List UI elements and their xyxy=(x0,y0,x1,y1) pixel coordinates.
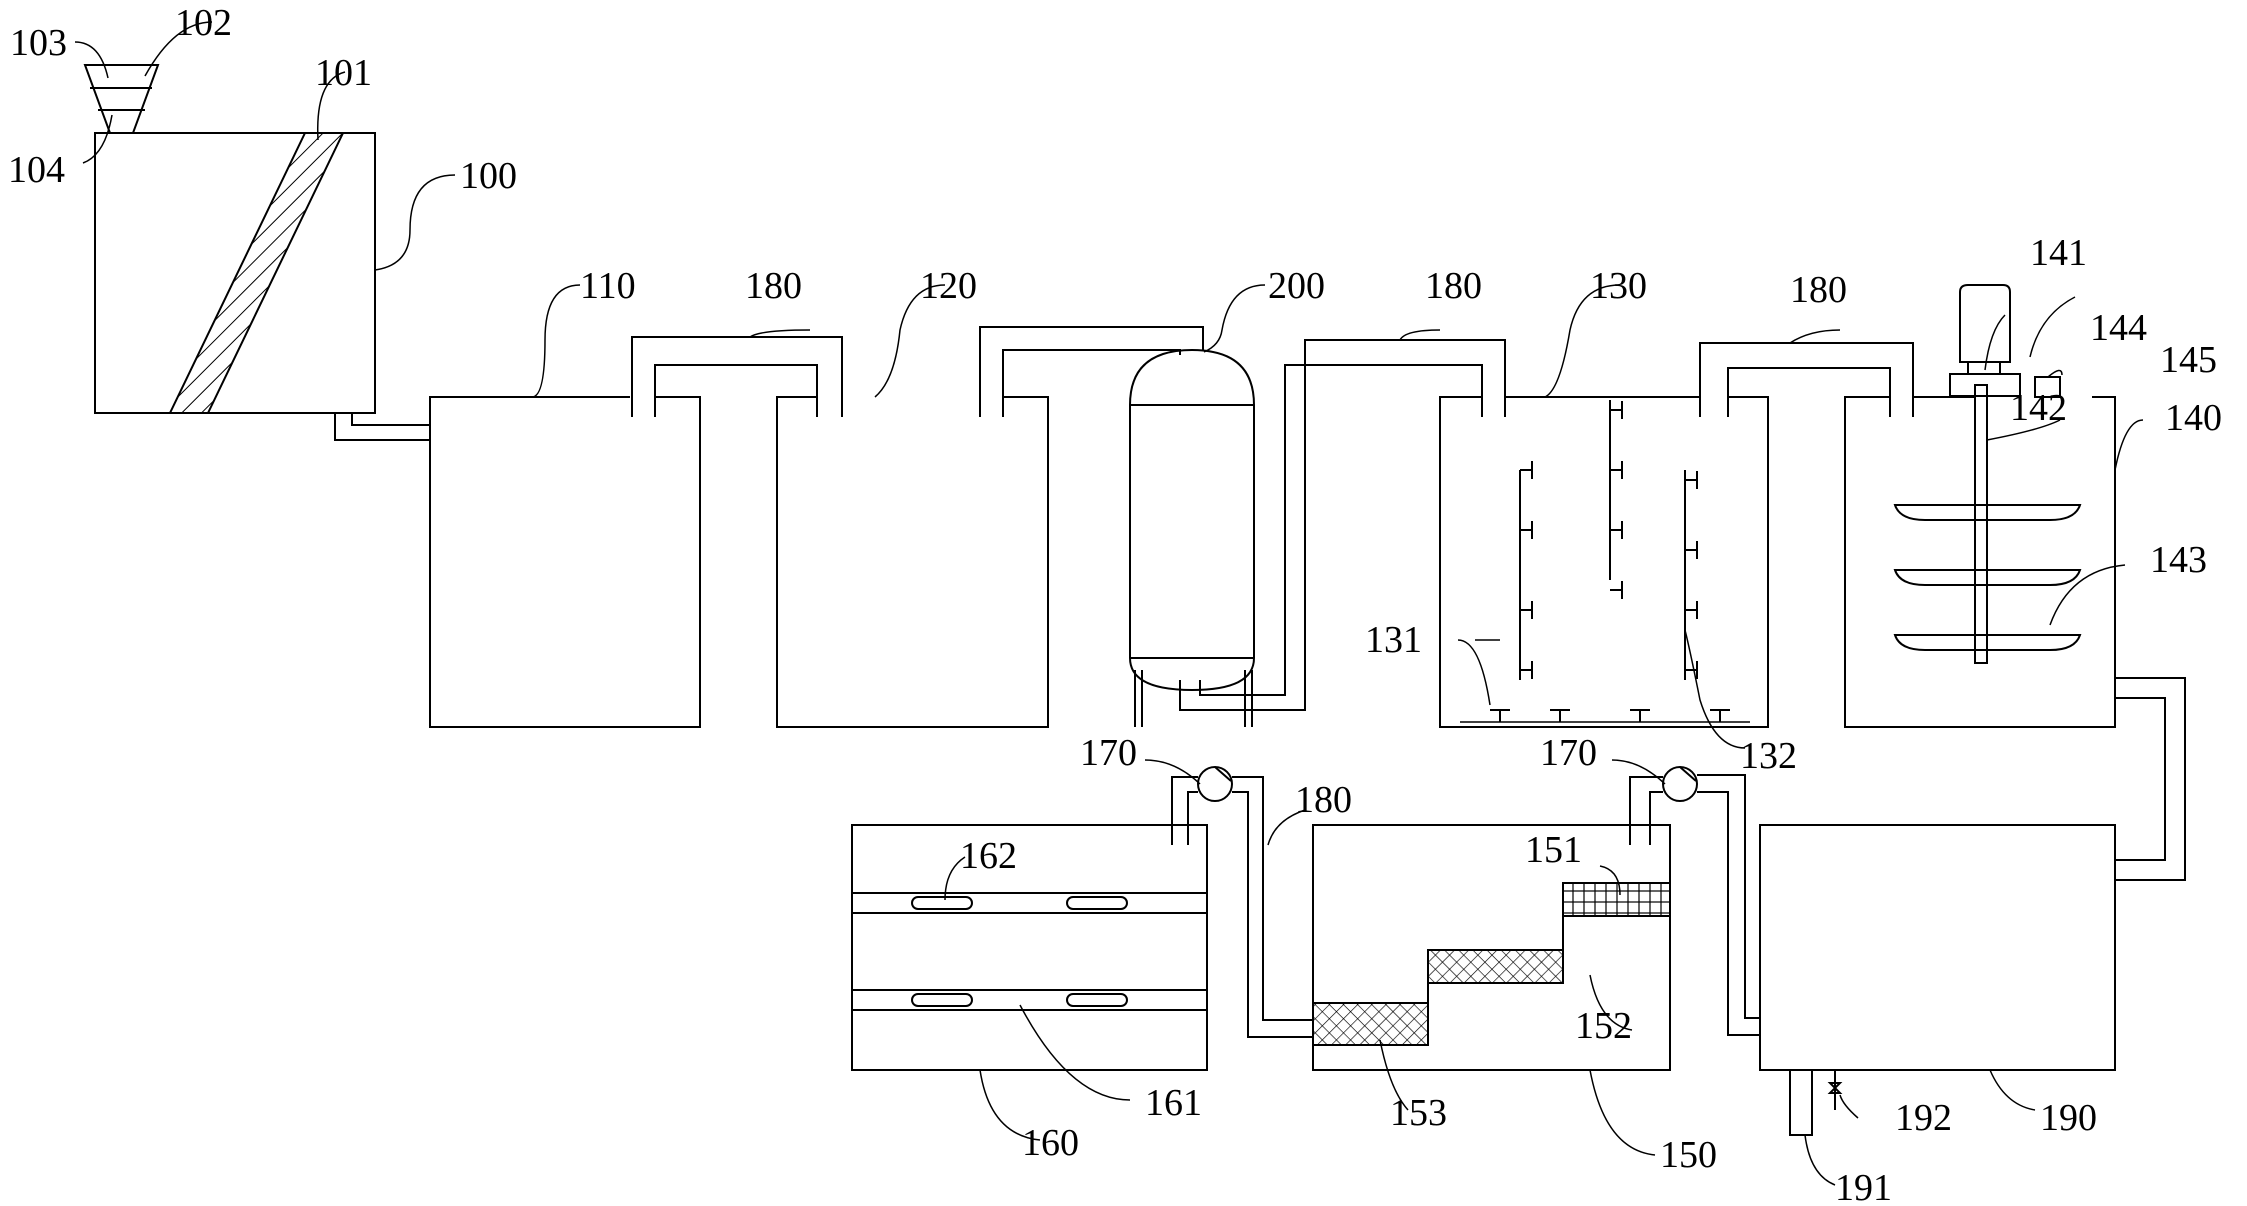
label-192: 192 xyxy=(1895,1097,1952,1139)
label-110: 110 xyxy=(580,265,636,307)
drain-pipe-191 xyxy=(1789,1069,1813,1136)
label-120: 120 xyxy=(920,265,977,307)
label-161: 161 xyxy=(1145,1082,1202,1124)
labels: 103 102 104 101 100 110 180 120 200 180 … xyxy=(8,2,2222,1206)
inlet-145 xyxy=(2034,376,2061,398)
rack-fitting xyxy=(1685,471,1698,489)
rack-fitting xyxy=(1520,521,1533,539)
pipe-180-a xyxy=(631,336,843,417)
label-104: 104 xyxy=(8,149,65,191)
label-160: 160 xyxy=(1022,1122,1079,1164)
label-140: 140 xyxy=(2165,397,2222,439)
tank-140 xyxy=(1844,284,2116,728)
label-101: 101 xyxy=(315,52,372,94)
label-102: 102 xyxy=(175,2,232,44)
label-145: 145 xyxy=(2160,339,2217,381)
label-191: 191 xyxy=(1835,1167,1892,1206)
valve-192 xyxy=(1827,1070,1843,1110)
shaft-142 xyxy=(1974,384,1988,664)
label-153: 153 xyxy=(1390,1092,1447,1134)
label-151: 151 xyxy=(1525,829,1582,871)
aeration-nozzle xyxy=(1490,709,1510,722)
label-200: 200 xyxy=(1268,265,1325,307)
tank-100 xyxy=(83,64,376,414)
tank-130 xyxy=(1439,396,1769,728)
aeration-nozzle xyxy=(1630,709,1650,722)
screw-conveyor-101 xyxy=(168,132,345,414)
rack-fitting xyxy=(1520,601,1533,619)
tank-110 xyxy=(429,396,701,728)
mid-mesh-152 xyxy=(1427,949,1564,984)
tank-120 xyxy=(776,396,1049,728)
pipe-190-pump xyxy=(1697,774,1760,1036)
packing-rack-132 xyxy=(1520,401,1698,679)
pipe-pump-150 xyxy=(1629,776,1663,845)
label-143: 143 xyxy=(2150,539,2207,581)
label-103: 103 xyxy=(10,22,67,64)
label-150: 150 xyxy=(1660,1134,1717,1176)
label-144: 144 xyxy=(2090,307,2147,349)
label-190: 190 xyxy=(2040,1097,2097,1139)
label-170-right: 170 xyxy=(1540,732,1597,774)
plate-161 xyxy=(911,993,1128,1007)
pressure-vessel-200 xyxy=(1129,348,1255,727)
pump-170-right xyxy=(1662,766,1698,802)
pipe-180-b xyxy=(1179,339,1506,711)
label-162: 162 xyxy=(960,835,1017,877)
rack-fitting xyxy=(1610,401,1623,419)
pump-170-left xyxy=(1197,766,1233,802)
filter-tank-150 xyxy=(1312,824,1671,1071)
rack-fitting xyxy=(1520,461,1533,479)
aeration-nozzle xyxy=(1550,709,1570,722)
aeration-nozzle xyxy=(1710,709,1730,722)
rack-fitting xyxy=(1685,601,1698,619)
rack-fitting xyxy=(1610,581,1623,599)
pipe-140-190 xyxy=(2115,677,2186,881)
label-180-b: 180 xyxy=(1425,265,1482,307)
pipe-120-200 xyxy=(979,326,1204,417)
lamp-162 xyxy=(911,896,1128,910)
pipe-pump-160 xyxy=(1171,776,1198,845)
pipe-180-d xyxy=(1232,776,1313,1038)
tank-190 xyxy=(1759,824,2116,1136)
fine-mesh-151 xyxy=(1562,882,1671,917)
pipe-180-c xyxy=(1699,342,1914,417)
rack-fitting xyxy=(1685,541,1698,559)
label-131: 131 xyxy=(1365,619,1422,661)
label-142: 142 xyxy=(2010,387,2067,429)
motor-141 xyxy=(1949,284,2021,397)
label-180-c: 180 xyxy=(1790,269,1847,311)
hopper-102 xyxy=(83,64,160,134)
label-141: 141 xyxy=(2030,232,2087,274)
leader-lines xyxy=(74,21,2144,1186)
coarse-mesh-153 xyxy=(1312,1002,1429,1046)
label-170-left: 170 xyxy=(1080,732,1137,774)
pipe-100-110 xyxy=(334,413,430,441)
rack-fitting xyxy=(1610,521,1623,539)
rack-fitting xyxy=(1685,661,1698,679)
aeration-nozzles-131 xyxy=(1490,709,1730,722)
rack-fitting xyxy=(1610,461,1623,479)
label-180-d: 180 xyxy=(1295,779,1352,821)
rack-fitting xyxy=(1520,661,1533,679)
label-180-a: 180 xyxy=(745,265,802,307)
label-100: 100 xyxy=(460,155,517,197)
label-130: 130 xyxy=(1590,265,1647,307)
label-152: 152 xyxy=(1575,1005,1632,1047)
label-132: 132 xyxy=(1740,735,1797,777)
tank-160 xyxy=(851,824,1208,1071)
impeller-143 xyxy=(1893,504,2082,651)
